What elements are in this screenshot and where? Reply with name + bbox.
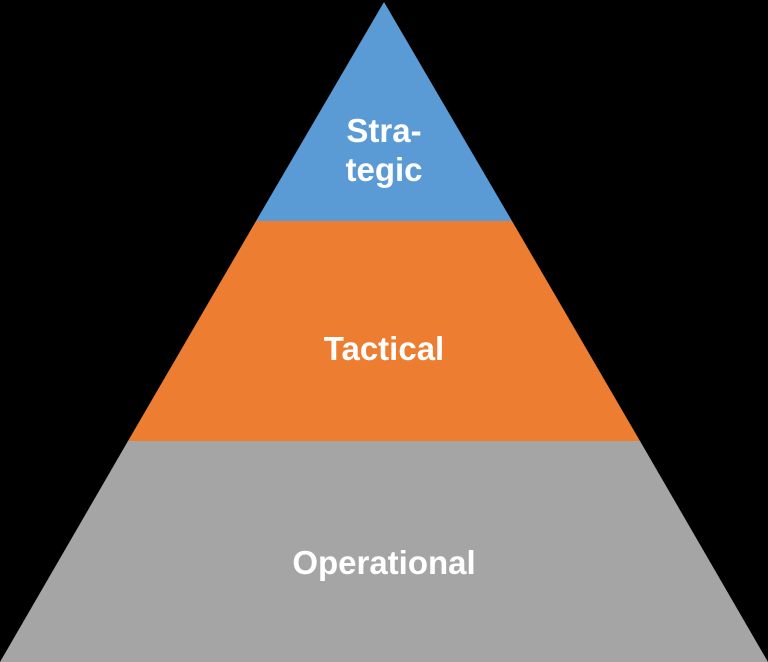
pyramid-level-tactical-shape	[128, 221, 640, 441]
strategic-label-line-2: tegic	[345, 151, 422, 188]
tactical-label: Tactical	[324, 330, 444, 367]
pyramid-level-strategic-shape	[256, 2, 512, 221]
pyramid-level-operational-shape	[0, 441, 768, 662]
operational-label: Operational	[292, 544, 475, 581]
strategic-label-line-1: Stra-	[346, 112, 421, 149]
